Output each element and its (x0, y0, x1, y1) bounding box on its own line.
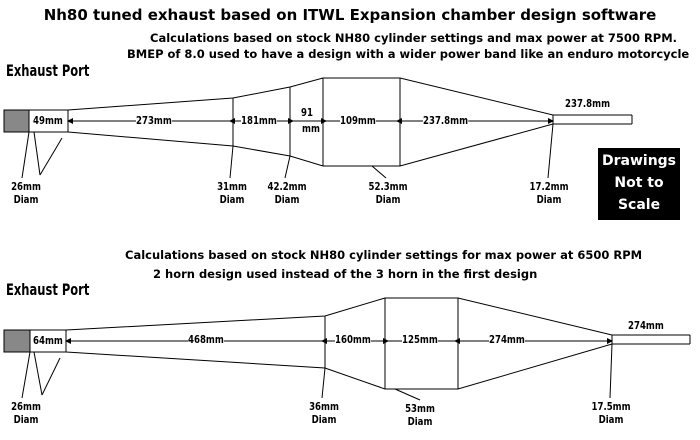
design1-length-1: 273mm (136, 114, 172, 127)
design2-length-3: 125mm (402, 333, 438, 346)
design1-caption-line2: BMEP of 8.0 used to have a design with a… (127, 47, 690, 61)
design1-port-label: Exhaust Port (6, 61, 90, 80)
design1-caption-line1: Calculations based on stock NH80 cylinde… (150, 31, 678, 45)
design1-outline-bottom (67, 123, 632, 167)
not-to-scale-text: Drawings Not to Scale (601, 153, 677, 213)
design1-outline-top (67, 77, 632, 116)
design2-length-1: 468mm (188, 333, 224, 346)
design2-length-header: 64mm (33, 334, 63, 347)
not-to-scale-note (598, 148, 680, 220)
design1-length-4: 109mm (340, 114, 376, 127)
design1-length-header: 49mm (33, 114, 63, 127)
diagram-title: Nh80 tuned exhaust based on ITWL Expansi… (43, 6, 657, 24)
design2-length-stinger: 274mm (628, 319, 664, 332)
design2-drawing (3, 297, 691, 401)
design1-port-block (3, 109, 30, 133)
design2-port-block (3, 329, 31, 353)
design2-length-4: 274mm (489, 333, 525, 346)
design2-caption-line1: Calculations based on stock NH80 cylinde… (125, 248, 643, 262)
design2-length-2: 160mm (335, 333, 371, 346)
design2-outline-top (65, 297, 690, 336)
design1-length-2: 181mm (241, 114, 277, 127)
design1-length-3-unit: mm (302, 122, 320, 135)
design1-length-stinger: 237.8mm (565, 97, 611, 110)
design1-length-3: 91 (301, 106, 313, 119)
design2-outline-bottom (65, 343, 690, 390)
design1-length-5: 237.8mm (423, 114, 469, 127)
design2-port-label: Exhaust Port (6, 280, 90, 299)
design2-caption-line2: 2 horn design used instead of the 3 horn… (153, 267, 538, 281)
